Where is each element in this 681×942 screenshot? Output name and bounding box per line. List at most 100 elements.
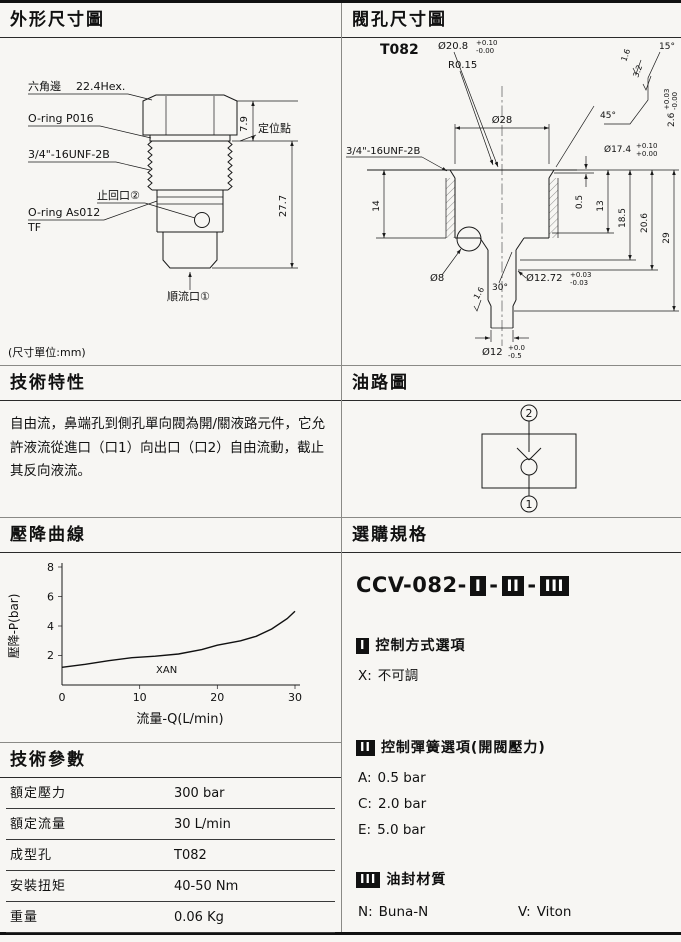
section-outline-dimensions: 外形尺寸圖 (0, 3, 341, 365)
dim-d12: Ø12 (482, 346, 503, 358)
numeral-box-2: II (356, 740, 375, 756)
rough-1-6-bottom: 1.6 (472, 285, 486, 301)
xtick-0: 0 (59, 691, 66, 704)
dim-27-7: 27.7 (278, 195, 289, 217)
param-row-cavity: 成型孔 T082 (6, 840, 335, 871)
option-v: V:Viton (518, 904, 572, 920)
dim-d8: Ø8 (430, 272, 444, 284)
ordering-section-seal: III 油封材質 N:Buna-N V:Viton (356, 869, 667, 925)
port-1-circle (520, 495, 538, 513)
label-tf: TF (27, 221, 41, 234)
dim-2-6: 2.6 (667, 112, 677, 127)
dim-d20-8: Ø20.8 (438, 40, 468, 52)
check-valve-symbol: 2 1 (481, 404, 577, 513)
outline-dimensions: 7.9 27.7 定位點 (212, 100, 298, 269)
cavity-profile (367, 86, 595, 346)
chart-axes (58, 563, 300, 689)
dim-d28: Ø28 (492, 114, 513, 126)
dim-d20-8-tol-u: +0.10 (476, 39, 497, 47)
outline-drawing: 六角邊 22.4Hex. O-ring P016 3/4"-16UNF-2B 止… (8, 79, 298, 359)
dim-d12-tol-u: +0.0 (508, 344, 525, 352)
option-a: A:0.5 bar (358, 770, 426, 786)
series-label: XAN (156, 665, 177, 676)
valve-nose (157, 231, 223, 269)
numeral-box-3: III (356, 872, 381, 888)
xtick-30: 30 (288, 691, 302, 704)
param-row-flow: 額定流量 30 L/min (6, 809, 335, 840)
label-hex-size: 22.4Hex. (76, 80, 125, 93)
params-table: 額定壓力 300 bar 額定流量 30 L/min 成型孔 T082 安裝扭矩… (0, 778, 341, 933)
dim-r0-15: R0.15 (448, 60, 477, 71)
section-parameters: 技術參數 額定壓力 300 bar 額定流量 30 L/min 成型孔 T082… (0, 742, 341, 933)
model-sep: - (527, 573, 537, 597)
unit-note: (尺寸單位:mm) (8, 345, 86, 359)
dim-d17-4-tol-u: +0.10 (636, 142, 657, 150)
label-oring-as012: O-ring As012 (28, 206, 100, 219)
port-2-label: 2 (526, 407, 533, 420)
param-row-pressure: 額定壓力 300 bar (6, 778, 335, 809)
cavity-dimensions: Ø20.8 +0.10 -0.00 R0.15 Ø28 3/4"-16UNF-2… (346, 39, 679, 360)
param-value: 40-50 Nm (174, 879, 239, 894)
dim-13: 13 (596, 200, 606, 211)
pressure-curve-line (61, 610, 296, 668)
dim-d17-4: Ø17.4 (604, 144, 631, 155)
valve-body (156, 190, 224, 232)
param-label: 額定壓力 (10, 786, 67, 801)
dim-2-6-tol-u: +0.03 (663, 89, 671, 110)
label-hex: 六角邊 (28, 79, 61, 93)
washer (149, 134, 231, 142)
option-e: E:5.0 bar (358, 822, 426, 838)
param-row-weight: 重量 0.06 Kg (6, 902, 335, 933)
dim-18-5: 18.5 (618, 208, 628, 228)
circuit-title: 油路圖 (342, 366, 681, 401)
ytick-6: 6 (47, 591, 54, 604)
dim-d12-72-tol-l: -0.03 (570, 279, 588, 287)
section-circuit: 油路圖 2 1 (341, 365, 681, 517)
outline-title: 外形尺寸圖 (0, 3, 341, 38)
cavity-title: 閥孔尺寸圖 (342, 3, 681, 38)
ytick-4: 4 (47, 620, 54, 633)
dim-45deg: 45° (600, 111, 616, 121)
model-prefix: CCV-082- (356, 573, 467, 597)
circuit-diagram: 2 1 (481, 404, 577, 513)
label-thread: 3/4"-16UNF-2B (28, 148, 110, 161)
section-cavity-dimensions: 閥孔尺寸圖 T082 (341, 3, 681, 365)
ytick-2: 2 (47, 649, 54, 662)
port-1-label: 1 (526, 498, 533, 511)
dim-7-9: 7.9 (239, 116, 250, 132)
param-label: 成型孔 (10, 848, 53, 863)
option-n: N:Buna-N (358, 904, 429, 920)
dim-d12-72-tol-u: +0.03 (570, 271, 591, 279)
rough-3-2: 3.2 (631, 64, 644, 79)
label-locating-point: 定位點 (258, 121, 291, 135)
section-features: 技術特性 自由流，鼻端孔到側孔單向閥為開/關液路元件，它允許液流從進口（口1）向… (0, 365, 341, 517)
dim-d17-4-tol-l: +0.00 (636, 150, 657, 158)
cavity-model-label: T082 (380, 42, 419, 58)
option-x: X:不可調 (358, 668, 419, 684)
check-port-hole (194, 212, 210, 228)
dim-20-6: 20.6 (640, 213, 650, 233)
xtick-20: 20 (210, 691, 224, 704)
rough-1-6-top: 1.6 (619, 48, 632, 63)
ordering-title: 選購規格 (342, 518, 681, 553)
label-oring-p016: O-ring P016 (28, 112, 94, 125)
dim-29: 29 (662, 232, 672, 244)
pressure-chart: 2 4 6 8 0 10 20 30 壓降-P(bar) 流量-Q(L/min)… (7, 561, 302, 727)
ordering-heading-3: 油封材質 (386, 872, 447, 888)
param-row-torque: 安裝扭矩 40-50 Nm (6, 871, 335, 902)
dim-14: 14 (372, 200, 382, 212)
dim-d12-72: Ø12.72 (526, 272, 563, 284)
hex-head (142, 94, 238, 136)
model-sep: - (489, 573, 499, 597)
dim-d12-tol-l: -0.5 (508, 352, 522, 360)
dim-30deg: 30° (492, 283, 508, 293)
xtick-10: 10 (133, 691, 147, 704)
ball-poppet (520, 458, 538, 476)
cavity-drawing: T082 (346, 39, 679, 360)
label-flow-port: 順流口① (167, 289, 210, 303)
